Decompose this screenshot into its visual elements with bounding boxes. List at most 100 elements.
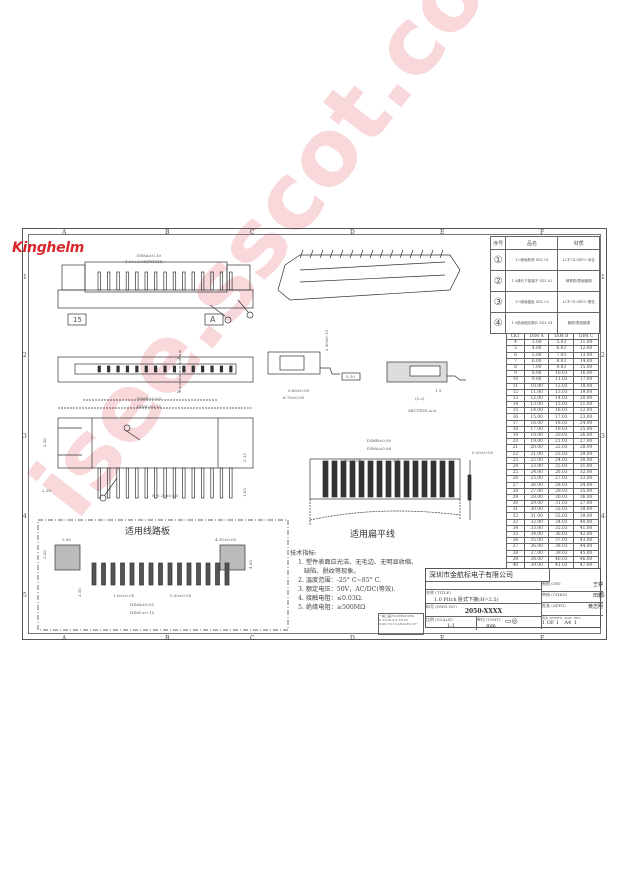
pin [116, 467, 120, 499]
grid-column-D: D [350, 229, 355, 236]
pin [219, 365, 224, 373]
pin [125, 365, 130, 373]
ffc-conductor [358, 460, 365, 498]
pin [172, 271, 177, 291]
rev-label: REV [573, 616, 581, 620]
part-material: 黄铜/表面镀锡 [557, 312, 600, 334]
pin [191, 271, 195, 291]
projection-symbol-icon: ▭◎ [505, 617, 518, 625]
pin [107, 467, 111, 499]
checked-by: 田鹏 [592, 593, 603, 599]
pcb-layout [37, 519, 289, 631]
pcb-pitch-label: 1.00±0.05 [113, 593, 135, 598]
top-view [57, 261, 254, 326]
note-item: 2. 温度范围：-25° C~85° C. [298, 577, 382, 584]
notes-title: 技术指标: [290, 550, 317, 557]
pitch-label: 1.00±0.05(PITCH) [125, 259, 163, 264]
pcb-pad [129, 562, 135, 586]
pcb-dim-a-label: DIMA±0.05 [130, 602, 155, 607]
part-number-circle: ① [489, 249, 507, 271]
header-material: 材质 [557, 236, 600, 250]
pin [319, 249, 324, 259]
ffc-conductor [403, 460, 410, 498]
pin [97, 365, 101, 373]
pcb-pad [215, 562, 220, 586]
ffc-conductor [322, 460, 329, 498]
drawn-by: 王婷 [592, 582, 603, 588]
ffc-conductor [349, 460, 356, 498]
pcb-pad [101, 562, 106, 586]
note-item: 3. 额定电压：50V，AC/DC(等效). [298, 586, 396, 593]
ffc-conductor [421, 460, 428, 498]
pcb-pad [158, 562, 163, 586]
pcb-title: 适用线路板 [125, 527, 171, 537]
pin [439, 249, 444, 259]
pin [172, 365, 177, 373]
pcb-pad [205, 562, 211, 586]
dim-b-label: DIMB±0.03 [137, 396, 162, 401]
product-title: 1.0 Pitch 卧式下接(H=2.5) [434, 597, 499, 603]
pin [97, 271, 101, 291]
scale-value: 1:1 [446, 623, 456, 629]
pin [172, 467, 177, 499]
header-name: 品名 [505, 236, 559, 250]
grid-column-D: D [350, 635, 355, 642]
pcb-pad [167, 562, 173, 586]
note-item: 5. 绝缘电阻：≥500MΩ [298, 604, 366, 611]
pin [429, 249, 434, 259]
pin [125, 271, 130, 291]
ffc-conductor [412, 460, 419, 498]
pin [201, 271, 205, 291]
pcb-pad [148, 562, 154, 586]
pin [409, 249, 414, 259]
section-marker-top: A [177, 355, 180, 360]
grid-row-1: 1 [23, 274, 27, 281]
pin [201, 365, 205, 373]
company-name: 深圳市金航标电子有限公司 [426, 569, 550, 582]
pcb-dim-c-label: DIMC±0.15 [130, 610, 155, 615]
pcb-250-label: 2.50 [76, 588, 82, 597]
pin [107, 365, 111, 373]
flatness-box-label: 0.10 [346, 374, 355, 379]
scale-label: 比例 (SCALE) [426, 617, 453, 622]
ffc-conductor [448, 460, 455, 498]
pin [182, 271, 186, 291]
tolerance-box: 一般公差/TOLERANCES X ±0.30 X.X ±0.20 X.XX ±… [378, 613, 424, 635]
pin [144, 467, 148, 499]
section-view [386, 361, 466, 383]
grid-column-A: A [62, 635, 67, 642]
pin [182, 365, 186, 373]
pin [419, 249, 424, 259]
pin [154, 365, 158, 373]
ffc-conductor [385, 460, 392, 498]
section-title: SECTION A-A [408, 408, 437, 413]
pin [191, 365, 195, 373]
note-item: 1. 塑件表面应光洁、无毛边、无明显收缩、 [298, 559, 418, 566]
pin [163, 467, 167, 499]
ffc-05-label: 0.5 [393, 458, 400, 463]
grid-row-5: 5 [601, 592, 605, 599]
pin [163, 365, 167, 373]
pin-count-mark: 15 [73, 316, 82, 324]
pin [399, 249, 404, 259]
iso-view [277, 249, 461, 301]
technical-notes: 技术指标: 1. 塑件表面应光洁、无毛边、无明显收缩、 缺陷、脱纹等现象。2. … [290, 549, 417, 612]
tolerance-line-1: X ±0.30 X.X ±0.20 [379, 618, 408, 622]
height-250-label: 2.50 [41, 438, 47, 447]
drawing-inner-frame [28, 234, 601, 634]
pcb-pad [224, 562, 230, 586]
sheet-label: 页次 (SHEET) [542, 616, 563, 620]
pin [144, 271, 148, 291]
size-value: A4 [564, 620, 572, 626]
side-height-label: 2.50±0.15 [324, 329, 330, 352]
pin [107, 271, 111, 291]
pin [154, 271, 158, 291]
ffc-conductor [394, 460, 401, 498]
pin [144, 365, 148, 373]
grid-column-E: E [440, 229, 445, 236]
